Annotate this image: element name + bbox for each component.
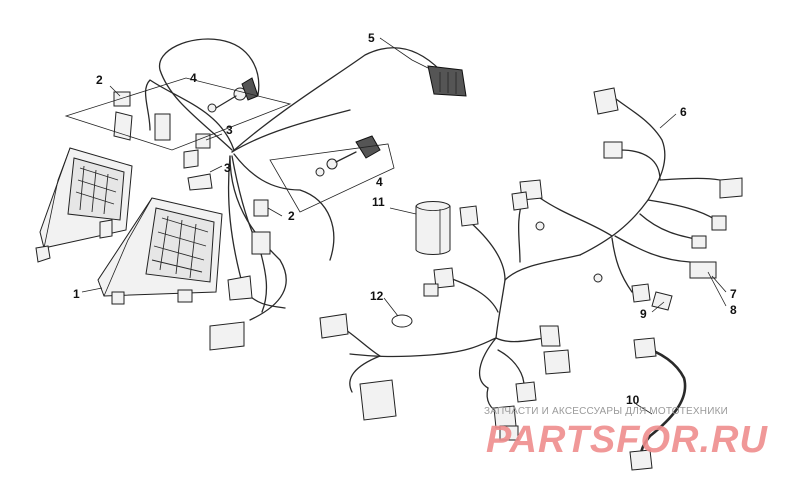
leader-lines [81, 37, 727, 415]
callout-12: 12 [370, 289, 384, 303]
callout-3-upper: 3 [226, 123, 233, 137]
watermark-tagline: ЗАПЧАСТИ И АКСЕССУАРЫ ДЛЯ МОТОТЕХНИКИ [484, 406, 728, 417]
callout-4-lower: 4 [376, 175, 383, 189]
callout-8: 8 [730, 303, 737, 317]
callout-6: 6 [680, 105, 687, 119]
callout-1: 1 [73, 287, 80, 301]
protective-sleeve [415, 201, 451, 255]
headlight-right [97, 197, 223, 305]
callout-3-lower: 3 [224, 161, 231, 175]
callout-9: 9 [640, 307, 647, 321]
watermark-brand: PARTSFOR.RU [486, 419, 768, 461]
callout-2-upper: 2 [96, 73, 103, 87]
cable-clip [391, 314, 413, 328]
callout-7: 7 [730, 287, 737, 301]
callout-labels: 1 2 2 3 3 4 4 5 6 7 8 9 10 11 12 [73, 31, 737, 407]
callout-2-lower: 2 [288, 209, 295, 223]
headlight-left [35, 147, 133, 263]
headlight-sub-harness [64, 38, 467, 351]
callout-11: 11 [372, 195, 385, 209]
callout-10: 10 [626, 393, 640, 407]
main-harness [319, 87, 743, 471]
watermark: ЗАПЧАСТИ И АКСЕССУАРЫ ДЛЯ МОТОТЕХНИКИ PA… [484, 406, 768, 461]
callout-4-upper: 4 [190, 71, 197, 85]
callout-5: 5 [368, 31, 375, 45]
